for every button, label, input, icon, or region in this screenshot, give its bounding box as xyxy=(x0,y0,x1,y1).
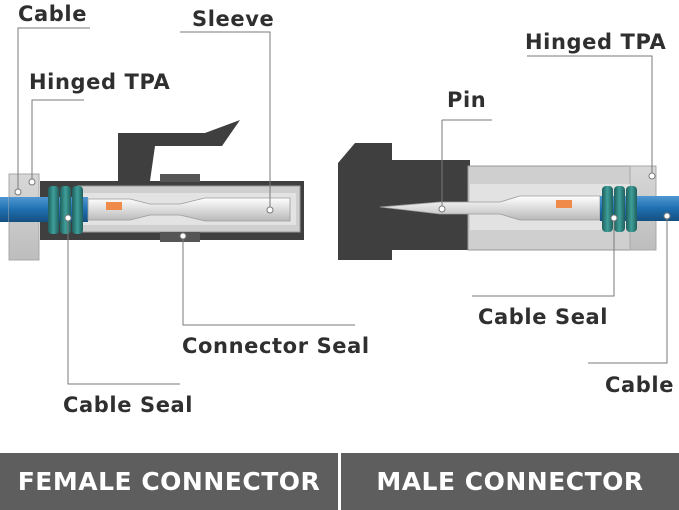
label-male-cable-seal: Cable Seal xyxy=(478,305,608,329)
label-female-hinged-tpa: Hinged TPA xyxy=(29,70,171,94)
label-connector-seal: Connector Seal xyxy=(182,334,370,358)
female-connector-banner: FEMALE CONNECTOR xyxy=(0,453,338,510)
female-connector xyxy=(0,120,304,261)
label-pin: Pin xyxy=(447,88,486,112)
male-connector-title: MALE CONNECTOR xyxy=(376,467,644,496)
female-connector-title: FEMALE CONNECTOR xyxy=(17,467,321,496)
female-contact xyxy=(87,197,291,222)
label-female-cable-seal: Cable Seal xyxy=(63,393,193,417)
label-male-cable: Cable xyxy=(605,373,674,397)
connector-seal-top xyxy=(160,174,200,182)
connector-illustration: Cable Hinged TPA Sleeve Connector Seal C… xyxy=(0,2,679,417)
female-cable-seal xyxy=(48,186,83,234)
label-sleeve: Sleeve xyxy=(192,7,274,31)
male-connector-banner: MALE CONNECTOR xyxy=(341,453,679,510)
male-cable-seal xyxy=(602,186,637,232)
male-crimp xyxy=(556,200,572,208)
female-crimp xyxy=(106,202,122,210)
label-male-hinged-tpa: Hinged TPA xyxy=(525,30,667,54)
label-female-cable: Cable xyxy=(18,2,87,26)
male-connector xyxy=(338,143,679,260)
